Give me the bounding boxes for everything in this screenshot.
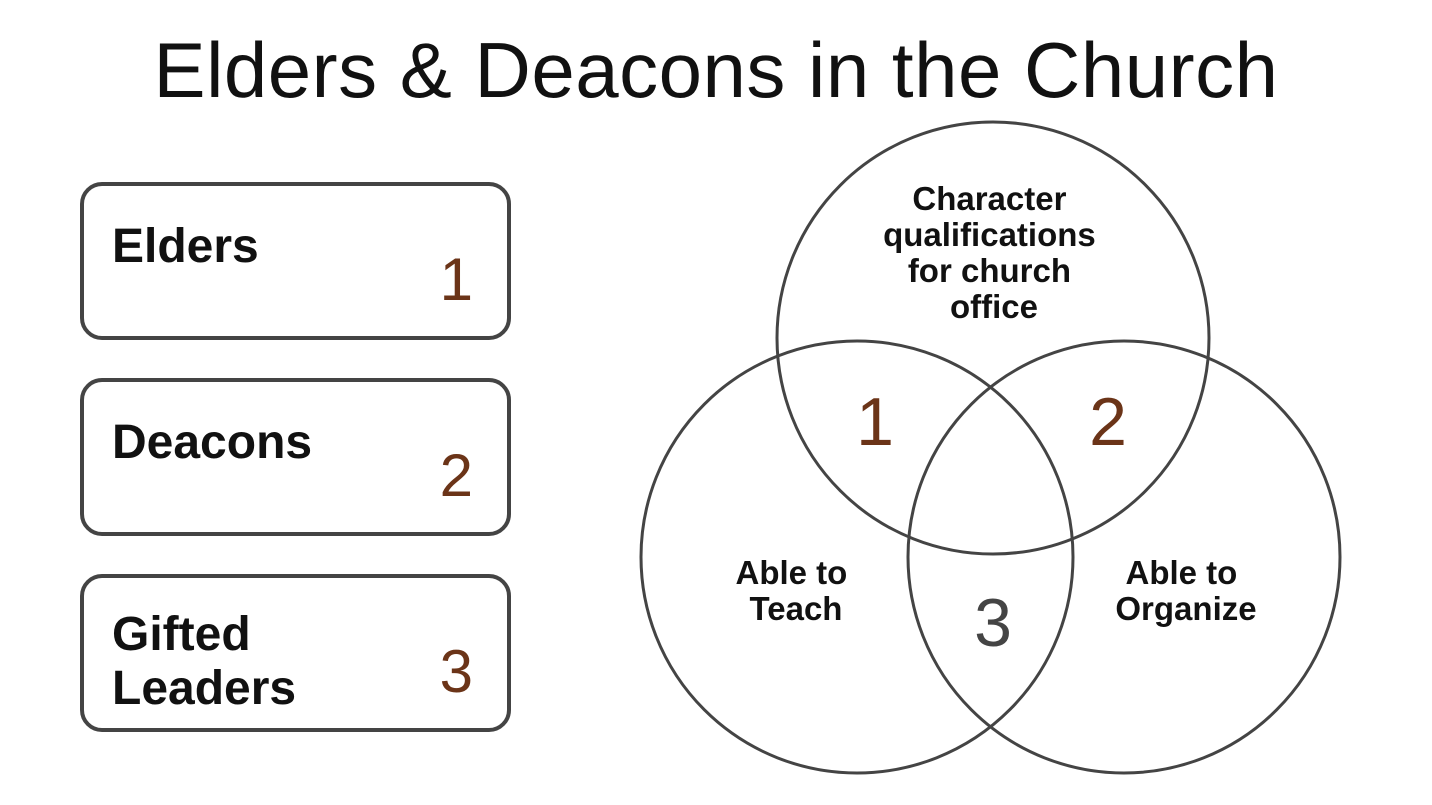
venn-circle-right <box>906 339 1342 775</box>
venn-left-label: Able to Teach <box>736 554 857 627</box>
legend-label-elders: Elders <box>112 220 259 273</box>
venn-top-label-line-1: Character <box>912 180 1066 217</box>
venn-top-label-line-2: qualifications <box>883 216 1096 253</box>
legend: Elders 1 Deacons 2 Gifted Leaders 3 <box>80 182 517 770</box>
venn-overlap-number-1: 1 <box>856 384 894 460</box>
venn-diagram: Character qualifications for church offi… <box>639 120 1342 775</box>
legend-label-gifted-leaders: Gifted Leaders <box>112 608 297 715</box>
venn-left-label-line-1: Able to <box>736 554 848 591</box>
venn-right-label-line-1: Able to <box>1126 554 1238 591</box>
venn-top-label-line-3: for church <box>908 252 1071 289</box>
legend-box-gifted-leaders: Gifted Leaders 3 <box>80 574 511 732</box>
venn-top-label: Character qualifications for church offi… <box>883 180 1105 325</box>
slide-title: Elders & Deacons in the Church <box>153 26 1279 114</box>
venn-circle-left <box>639 339 1075 775</box>
venn-overlap-number-2: 2 <box>1089 384 1127 460</box>
legend-box-deacons: Deacons 2 <box>80 378 511 536</box>
venn-top-label-line-4: office <box>950 288 1038 325</box>
venn-overlap-number-3: 3 <box>974 585 1012 661</box>
legend-number-elders: 1 <box>439 246 473 313</box>
venn-circle-top <box>775 120 1211 556</box>
venn-right-label: Able to Organize <box>1115 554 1256 627</box>
legend-number-gifted-leaders: 3 <box>439 638 473 705</box>
legend-box-elders: Elders 1 <box>80 182 511 340</box>
legend-number-deacons: 2 <box>439 442 473 509</box>
legend-label-deacons: Deacons <box>112 416 313 469</box>
venn-right-label-line-2: Organize <box>1115 590 1256 627</box>
venn-left-label-line-2: Teach <box>750 590 843 627</box>
